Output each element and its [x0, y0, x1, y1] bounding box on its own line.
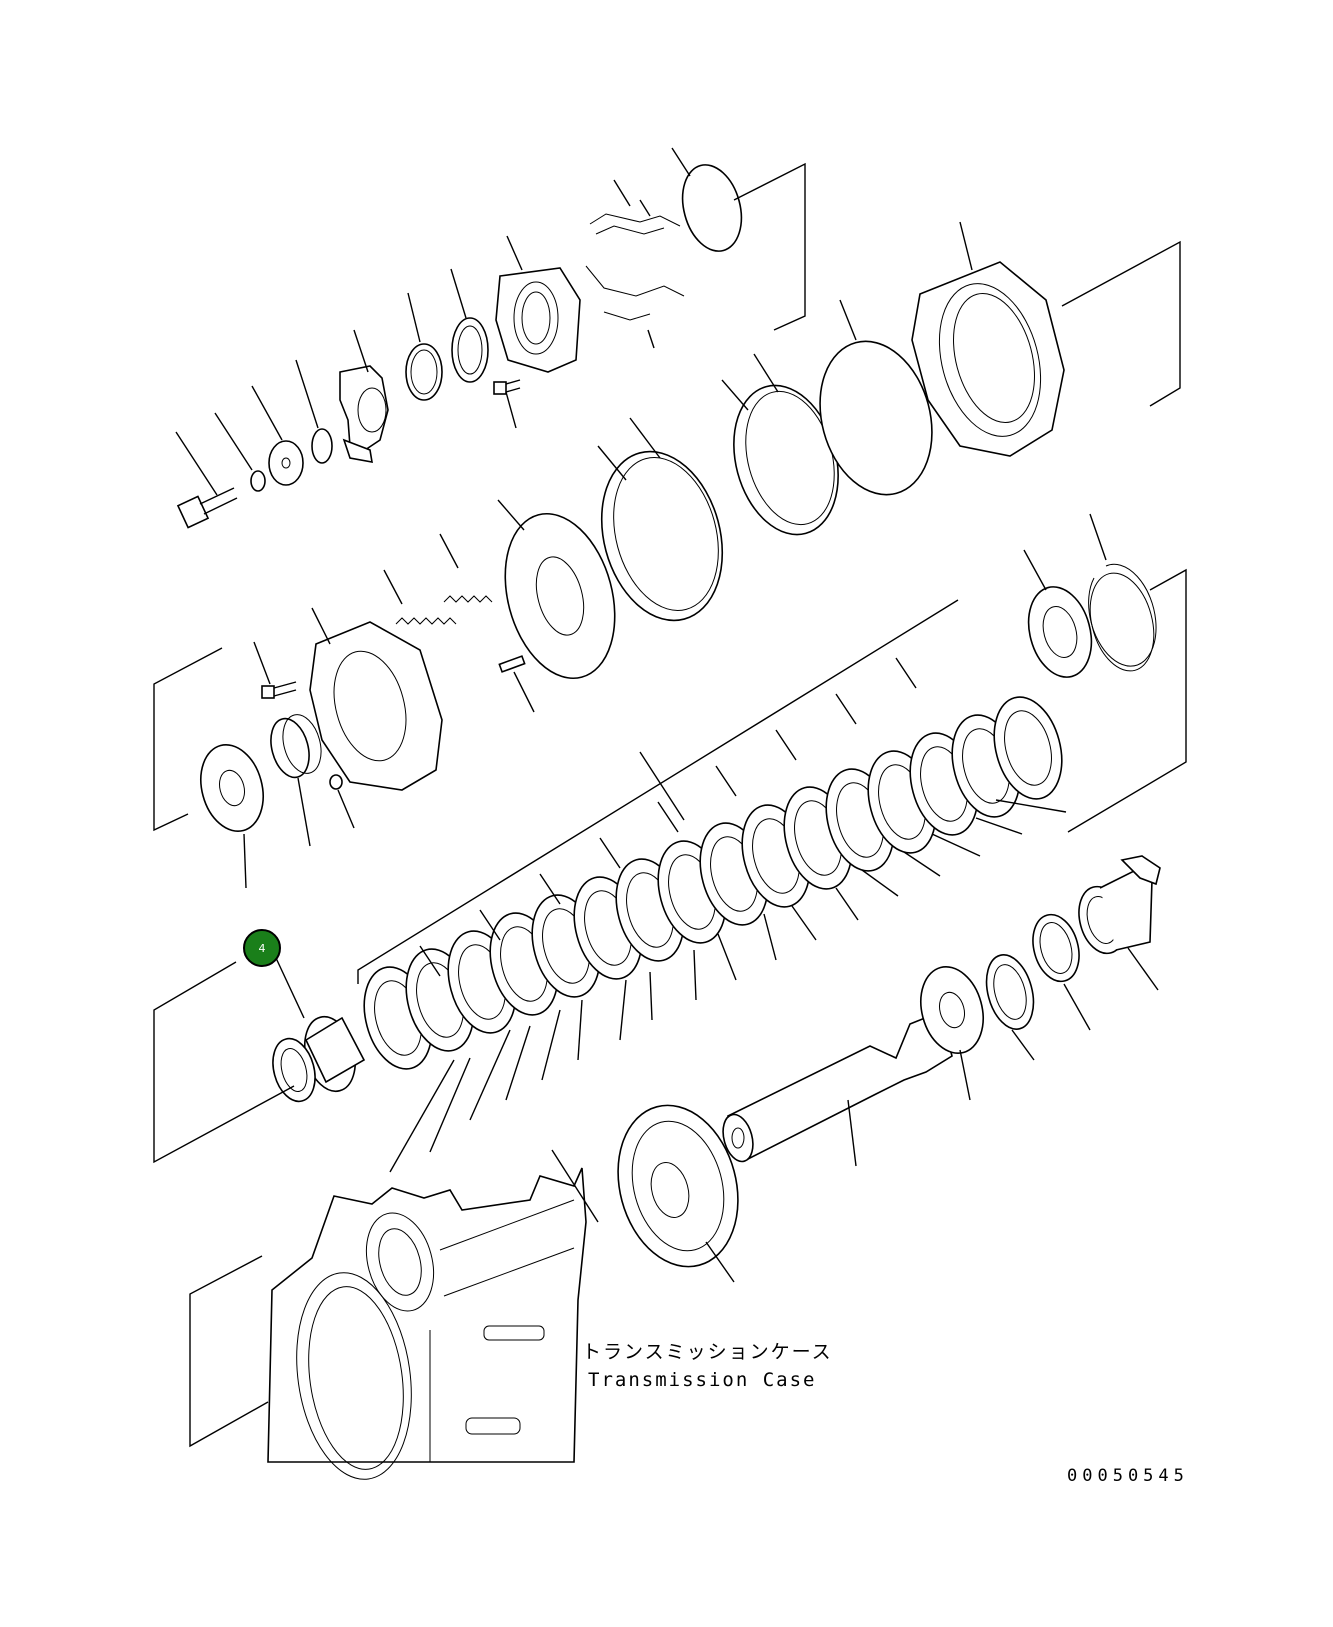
seal-part	[405, 292, 443, 401]
case-label-en: Transmission Case	[588, 1369, 816, 1391]
top-row-parts	[175, 147, 806, 529]
ring-e-part	[1032, 913, 1091, 1031]
thrust-washer-part	[1023, 549, 1093, 678]
callout-badge[interactable]: 4	[243, 929, 281, 967]
o-ring-small-part	[295, 359, 333, 464]
carrier-part	[309, 607, 443, 791]
shaft-part	[722, 1010, 953, 1167]
plug-part	[329, 774, 355, 829]
bolt-part	[175, 431, 238, 529]
gear-part	[617, 1104, 739, 1283]
bearing-b-part	[200, 743, 264, 889]
fourth-row-parts	[153, 855, 1161, 1283]
second-row-parts	[597, 221, 1181, 622]
o-ring-c-part	[819, 299, 933, 496]
clutch-housing-part	[911, 221, 1065, 457]
ring-d-part	[985, 954, 1035, 1061]
transmission-case	[189, 1149, 599, 1480]
sleeve-part	[270, 714, 322, 847]
snap-ring-part	[1088, 513, 1157, 672]
clutch-disk	[993, 696, 1063, 800]
bolt-b-part	[253, 641, 297, 699]
callout-number[interactable]: 4	[259, 942, 266, 955]
washer-large-part	[251, 385, 304, 486]
piston-part	[497, 499, 616, 680]
yoke-part	[339, 329, 389, 463]
third-row-parts	[153, 499, 616, 889]
pin-part	[498, 655, 535, 713]
clutch-pack	[357, 513, 1187, 1173]
hub-part	[272, 957, 366, 1103]
snap-clips-part	[585, 179, 685, 349]
drawing-number: 00050545	[1067, 1466, 1189, 1486]
bearing-ring-part	[450, 268, 489, 383]
bearing-c-part	[920, 965, 984, 1101]
small-bolt-part	[493, 379, 521, 429]
callout-circle[interactable]	[243, 929, 281, 967]
springs-part	[383, 533, 493, 625]
case-label-jp: トランスミッションケース	[582, 1341, 833, 1363]
case-label: トランスミッションケース Transmission Case	[582, 1341, 833, 1391]
ring-a-part	[597, 417, 724, 622]
retainer-housing-part	[495, 235, 581, 373]
o-ring-large-part	[671, 147, 743, 252]
flange-yoke-part	[1078, 855, 1161, 991]
washer-small-part	[214, 412, 266, 492]
